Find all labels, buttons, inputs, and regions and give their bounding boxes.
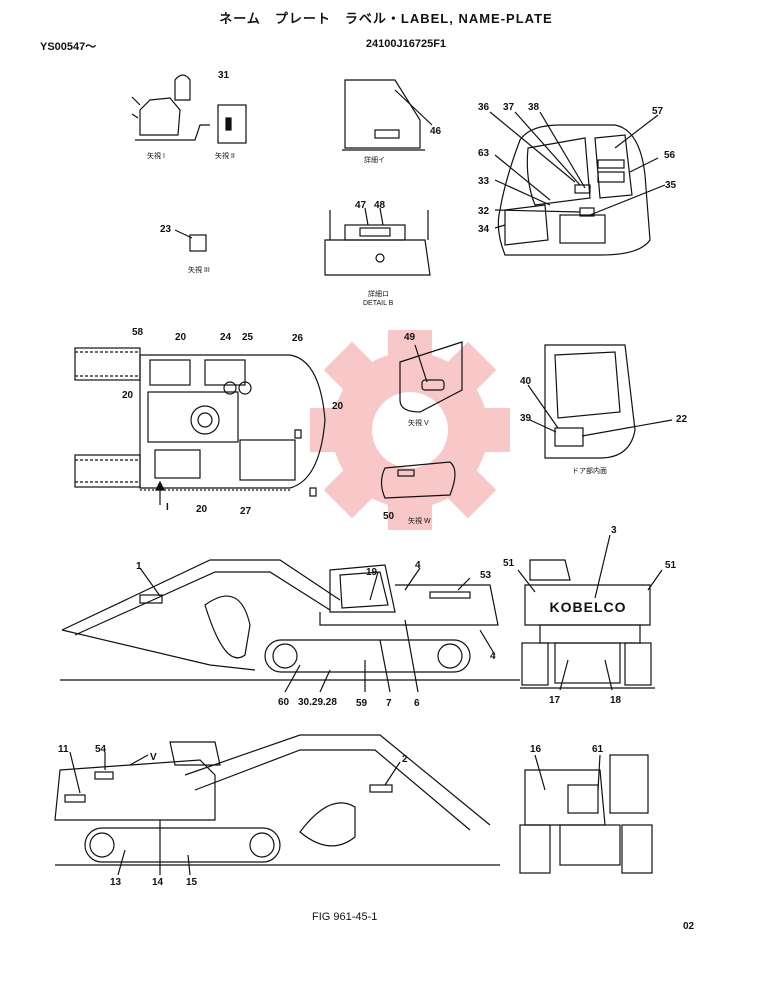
side-view-machine-right <box>60 559 520 681</box>
detail-b-sketch <box>324 210 431 276</box>
callout-c17: 17 <box>549 695 561 706</box>
callout-c20c: 20 <box>332 401 344 412</box>
callout-c60: 60 <box>278 697 290 708</box>
brand-logo-text: KOBELCO <box>550 599 627 615</box>
callout-c16: 16 <box>530 744 542 755</box>
callout-c23: 23 <box>160 224 172 235</box>
label-plate-23 <box>189 234 207 252</box>
page-number: 02 <box>683 921 695 932</box>
callout-c302928: 30.29.28 <box>298 697 337 708</box>
callout-c13: 13 <box>110 877 122 888</box>
callout-c4a: 4 <box>415 560 421 571</box>
caption-arrow-a: 矢視 I <box>147 151 165 160</box>
callout-c14: 14 <box>152 877 164 888</box>
caption-arrow-b: 矢視 II <box>215 151 235 160</box>
callout-c46: 46 <box>430 126 442 137</box>
caption-detail-b: 詳細ロ <box>368 289 389 298</box>
callout-c47: 47 <box>355 200 367 211</box>
callout-c54: 54 <box>95 744 107 755</box>
cab-interior-view <box>497 124 651 256</box>
callout-c58: 58 <box>132 327 144 338</box>
callout-c19: 19 <box>366 567 378 578</box>
caption-detail-a: 詳細イ <box>364 155 385 164</box>
callout-c63: 63 <box>478 148 490 159</box>
callout-c3: 3 <box>611 525 617 536</box>
rear-view-machine-2 <box>519 754 653 874</box>
callout-c18: 18 <box>610 695 622 706</box>
callout-c24: 24 <box>220 332 232 343</box>
callout-c49: 49 <box>404 332 416 343</box>
rear-view-machine <box>520 559 655 689</box>
callout-c39: 39 <box>520 413 532 424</box>
callout-c11: 11 <box>58 744 69 755</box>
caption-arrow-w: 矢視 W <box>408 516 431 525</box>
seat-view-sketch <box>131 74 210 141</box>
callout-c20a: 20 <box>175 332 187 343</box>
callout-c22: 22 <box>676 414 688 425</box>
callout-c32: 32 <box>478 206 490 217</box>
callout-c34: 34 <box>478 224 490 235</box>
callout-c57: 57 <box>652 106 664 117</box>
callout-c15: 15 <box>186 877 198 888</box>
caption-door-inner: ドア部内面 <box>572 466 607 475</box>
callout-c35: 35 <box>665 180 677 191</box>
callout-c51b: 51 <box>665 560 677 571</box>
serial-range: YS00547〜 <box>40 41 97 53</box>
callout-c37: 37 <box>503 102 515 113</box>
callout-c27: 27 <box>240 506 252 517</box>
callout-cv: V <box>150 752 157 763</box>
callout-c61: 61 <box>592 744 604 755</box>
gear-watermark-icon <box>310 330 510 530</box>
part-number: 24100J16725F1 <box>365 38 447 50</box>
callout-c7: 7 <box>386 698 392 709</box>
callout-c56: 56 <box>664 150 676 161</box>
callout-c25: 25 <box>242 332 254 343</box>
side-view-machine-left <box>54 734 500 866</box>
page-title: ネーム プレート ラベル・LABEL, NAME-PLATE <box>219 11 553 26</box>
top-view-machine <box>74 347 326 497</box>
callout-c26: 26 <box>292 333 304 344</box>
callout-c20d: 20 <box>196 504 208 515</box>
callout-c33: 33 <box>478 176 490 187</box>
callout-c40: 40 <box>520 376 532 387</box>
detail-46-sketch <box>342 79 425 151</box>
callout-c6: 6 <box>414 698 420 709</box>
callout-c38: 38 <box>528 102 540 113</box>
callout-c48: 48 <box>374 200 386 211</box>
caption-arrow-v: 矢視 V <box>408 418 429 427</box>
callout-c1: 1 <box>136 561 142 572</box>
caption-detail-b-en: DETAIL B <box>363 300 394 307</box>
callout-c20b: 20 <box>122 390 134 401</box>
callout-c2: 2 <box>402 754 408 765</box>
callout-c50: 50 <box>383 511 395 522</box>
callout-c36: 36 <box>478 102 490 113</box>
label-plate-31 <box>217 104 247 144</box>
view-v-panel <box>399 341 463 413</box>
callout-c4b: 4 <box>490 651 496 662</box>
view-w-panel <box>380 461 456 499</box>
callout-c51a: 51 <box>503 558 515 569</box>
callout-c53: 53 <box>480 570 492 581</box>
callout-c1b: I <box>166 502 169 513</box>
caption-arrow-c: 矢視 III <box>188 265 210 274</box>
figure-number: FIG 961-45-1 <box>312 911 378 923</box>
door-inner-view <box>544 344 636 459</box>
callout-c31: 31 <box>218 70 230 81</box>
callout-c59: 59 <box>356 698 368 709</box>
